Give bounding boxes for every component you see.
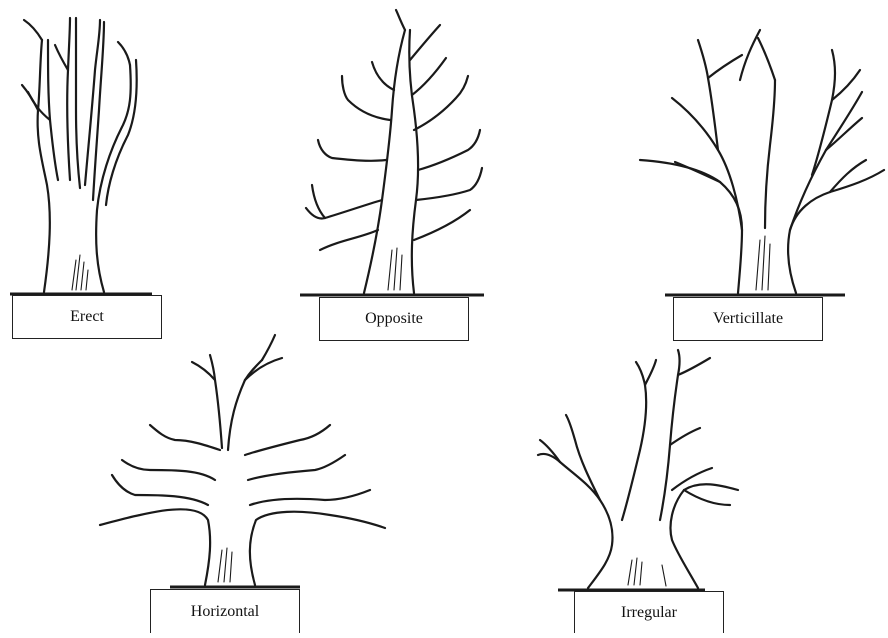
irregular-tree-drawing	[538, 350, 738, 590]
opposite-tree-drawing	[300, 10, 484, 295]
verticillate-label: Verticillate	[673, 297, 823, 341]
verticillate-tree-drawing	[640, 30, 884, 295]
horizontal-tree-drawing	[100, 335, 385, 587]
erect-tree-drawing	[10, 18, 152, 294]
erect-label: Erect	[12, 295, 162, 339]
opposite-label: Opposite	[319, 297, 469, 341]
horizontal-label: Horizontal	[150, 589, 300, 633]
irregular-label: Irregular	[574, 591, 724, 633]
